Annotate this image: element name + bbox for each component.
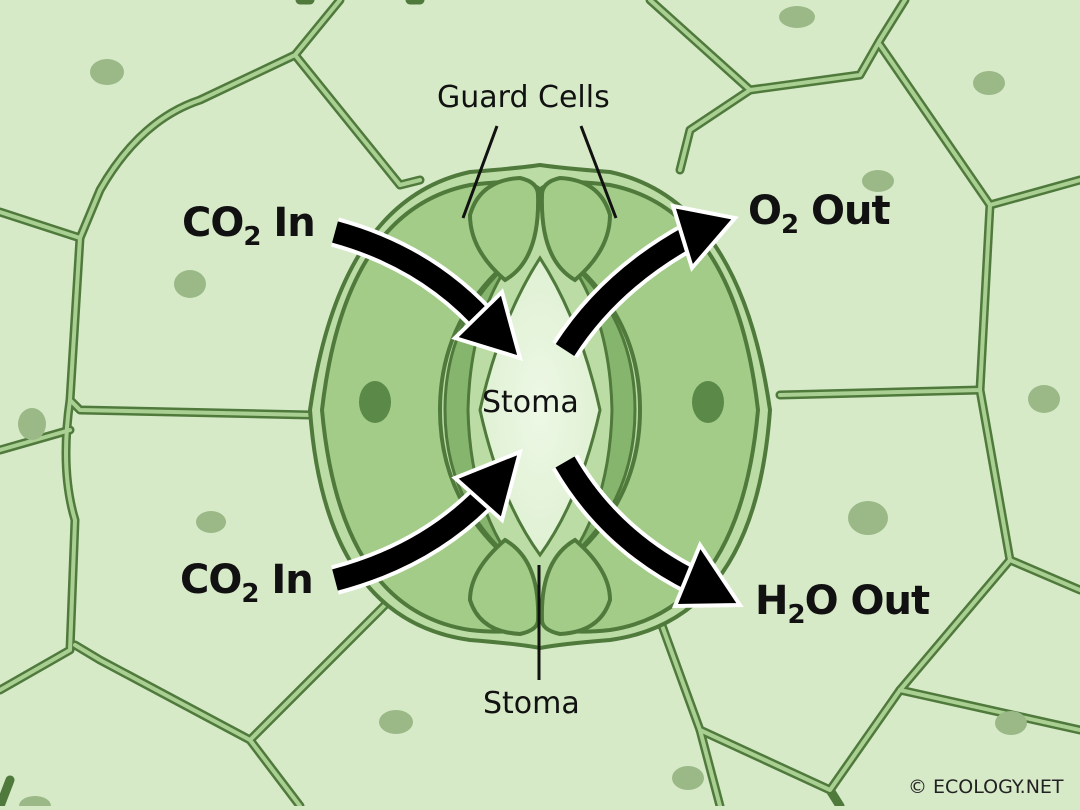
h2o-out-label: H2O Out (755, 578, 931, 628)
co2-in-top-label: CO2 In (182, 200, 316, 250)
o2-suffix: Out (798, 188, 891, 234)
h2o-suffix: O Out (804, 578, 931, 624)
h2o-out-arrow (552, 454, 744, 609)
o2-base: O (748, 188, 782, 234)
h2o-subscript: 2 (787, 600, 805, 630)
copyright-credit: © ECOLOGY.NET (908, 776, 1064, 798)
co2-base: CO (182, 200, 244, 246)
guard-cells-label: Guard Cells (437, 80, 610, 115)
co2-in-top-arrow (330, 217, 523, 361)
co2-base: CO (180, 557, 242, 603)
leader-lines (461, 125, 618, 680)
stoma-bottom-label: Stoma (483, 686, 580, 721)
stoma-center-label: Stoma (482, 385, 579, 420)
co2-in-bottom-arrow (331, 448, 523, 595)
h2o-base: H (755, 578, 788, 624)
co2-suffix: In (258, 557, 313, 603)
co2-in-bottom-label: CO2 In (180, 557, 314, 607)
o2-out-label: O2 Out (748, 188, 891, 238)
o2-subscript: 2 (781, 210, 799, 240)
co2-subscript: 2 (241, 579, 259, 609)
o2-out-arrow (552, 203, 739, 359)
co2-subscript: 2 (243, 222, 261, 252)
co2-suffix: In (260, 200, 315, 246)
guard-cell-lobes (467, 175, 613, 637)
